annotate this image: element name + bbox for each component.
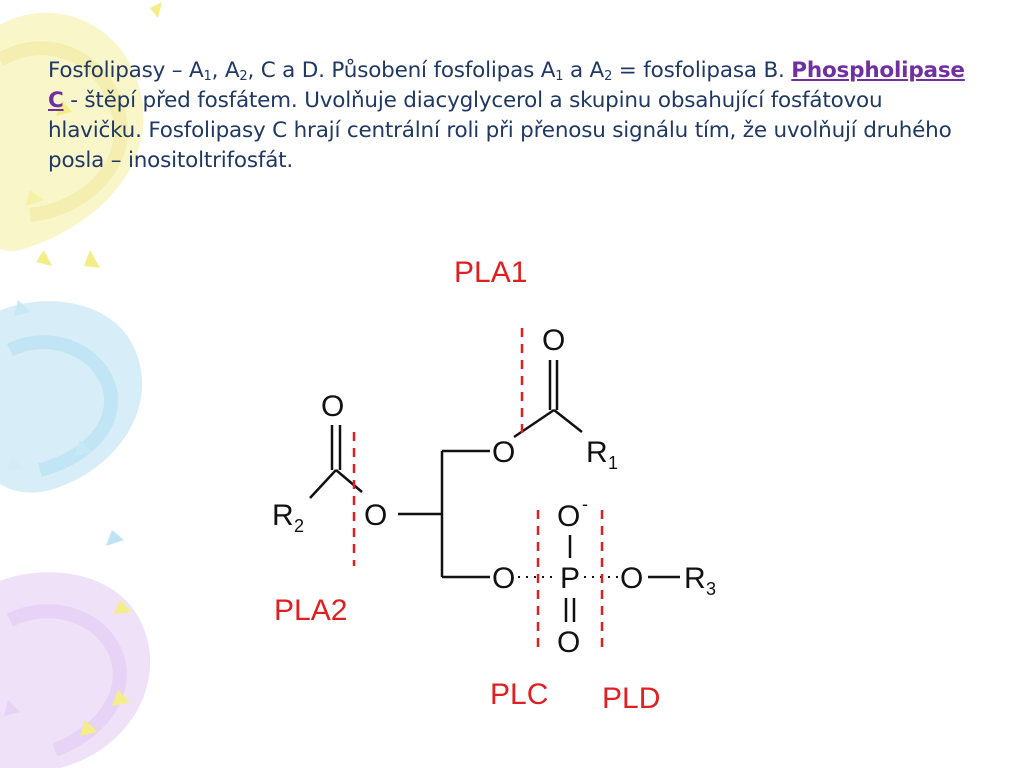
purple-balloon-icon [0,572,150,768]
text-rest: - štěpí před fosfátem. Uvolňuje diacygly… [48,88,952,173]
ester2-r2-c-bond [309,469,337,499]
pla2-label: PLA2 [274,594,347,627]
phosphate-link-oxygen: O [492,562,515,595]
phospholipid-diagram: O O R 1 O O R 2 O P O - O O R 3 PLA1 PLA… [272,256,716,715]
body-paragraph: Fosfolipasy – A1, A2, C a D. Působení fo… [48,56,968,176]
pla1-label: PLA1 [454,256,527,289]
r3-link-oxygen: O [620,562,643,595]
text-c-and-d: , C a D. Působení fosfolipas A [247,58,556,83]
ester1-o-c-bond [513,408,555,439]
ester1-link-oxygen: O [492,436,515,469]
phosphate-negative-oxygen: O [557,500,580,533]
r1-subscript: 1 [608,453,618,473]
ester2-link-oxygen: O [364,499,387,532]
r3-group: R [684,562,706,595]
phosphate-double-oxygen: O [557,626,580,659]
r2-subscript: 2 [294,516,304,536]
text-after-a1: , A [211,58,240,83]
ester2-c-o-bond [335,469,363,493]
subscript-2-second: 2 [604,69,613,84]
ester2-carbonyl-oxygen: O [321,390,344,423]
text-a-a: a A [563,58,605,83]
negative-charge: - [582,494,588,514]
plc-label: PLC [490,678,548,711]
yellow-balloon-icon [0,12,144,252]
subscript-1: 1 [203,69,212,84]
subscript-2: 2 [239,69,248,84]
subscript-1-second: 1 [555,69,564,84]
r2-group: R [272,499,294,532]
phospholipase-c-link[interactable]: Phospholipase C [48,58,965,113]
r1-group: R [586,436,608,469]
phosphorus-atom: P [560,562,580,595]
pld-label: PLD [602,682,660,715]
text-equals: = fosfolipasa B. [612,58,792,83]
ester1-c-r1-bond [553,409,583,433]
r3-subscript: 3 [706,579,716,599]
ester1-carbonyl-oxygen: O [542,324,565,357]
text-intro: Fosfolipasy – A [48,58,204,83]
